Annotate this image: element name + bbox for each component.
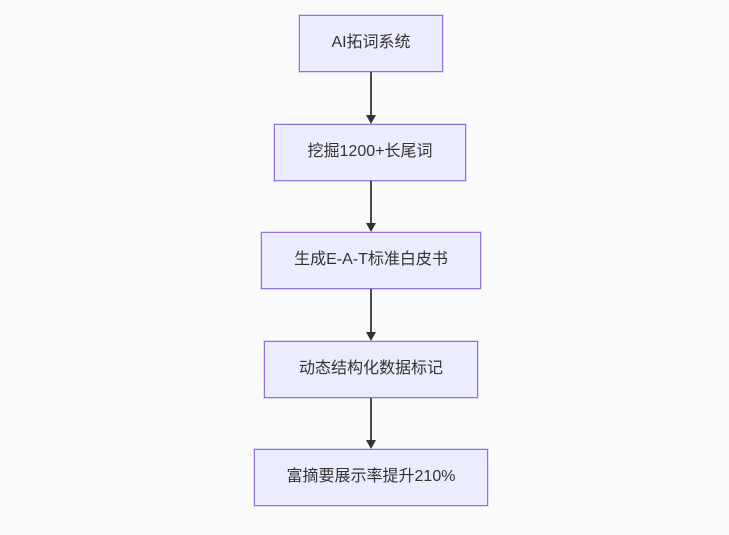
flowchart-node-eat-whitepaper: 生成E-A-T标准白皮书 <box>261 232 481 289</box>
arrow-shaft <box>370 289 372 332</box>
node-label: 挖掘1200+长尾词 <box>307 143 433 161</box>
flowchart-node-ai-keyword-system: AI拓词系统 <box>299 15 443 72</box>
flowchart-node-rich-snippet-result: 富摘要展示率提升210% <box>254 449 488 506</box>
arrow-shaft <box>370 72 372 115</box>
arrow-shaft <box>370 398 372 440</box>
node-label: 生成E-A-T标准白皮书 <box>294 251 448 269</box>
arrow-down-icon <box>364 181 378 232</box>
arrow-down-icon <box>364 289 378 341</box>
arrowhead-icon <box>366 332 376 341</box>
arrow-down-icon <box>364 398 378 449</box>
node-label: AI拓词系统 <box>331 34 411 52</box>
arrow-down-icon <box>364 72 378 124</box>
node-label: 富摘要展示率提升210% <box>286 468 456 486</box>
arrowhead-icon <box>366 223 376 232</box>
arrow-shaft <box>370 181 372 223</box>
flowchart-node-structured-data-markup: 动态结构化数据标记 <box>264 341 478 398</box>
arrowhead-icon <box>366 115 376 124</box>
node-label: 动态结构化数据标记 <box>298 360 443 378</box>
flowchart-node-longtail-mining: 挖掘1200+长尾词 <box>274 124 466 181</box>
arrowhead-icon <box>366 440 376 449</box>
